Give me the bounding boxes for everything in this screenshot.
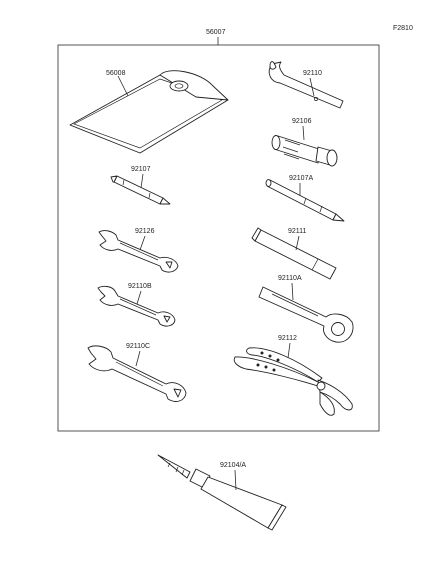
hook-wrench-leader [309,77,315,97]
open-end-wrench-a [98,230,179,273]
hook-wrench [268,61,344,109]
label-plug-socket: 92106 [292,118,312,125]
label-wrench-c: 92110C [126,343,150,350]
wrench-c-leader [135,350,141,367]
label-kit: 56007 [206,29,226,36]
wrench-a-leader [139,235,146,251]
label-handle-bar: 92111 [288,228,307,235]
figure-code: F2810 [393,25,413,32]
open-end-wrench-b [97,285,176,327]
label-wrench-b: 92110B [128,283,152,290]
tool-bag [69,70,229,154]
label-bag: 56008 [106,70,126,77]
label-grease-tube: 92104/A [220,462,246,469]
handle-bar [251,227,337,280]
handle-bar-leader [295,235,300,251]
bag-leader [117,75,129,97]
label-screwdriver-long: 92107 [131,166,151,173]
label-pliers: 92112 [278,335,297,342]
pliers-leader [287,342,291,359]
pliers [233,347,353,416]
plug-socket [271,135,338,167]
screwdriver-tip-long [110,175,171,205]
grease-tube [157,454,287,531]
ring-spanner [258,286,354,343]
label-screwdriver-short: 92107A [289,175,313,182]
grease-tube-leader [234,469,237,491]
kit-frame [57,44,380,432]
label-wrench-a: 92126 [135,228,155,235]
label-ring-spanner: 92110A [278,275,302,282]
open-end-wrench-c [87,345,187,402]
screwdriver-tip-short [265,179,345,222]
plug-socket-leader [302,125,305,141]
wrench-b-leader [136,290,142,305]
label-hook-wrench: 92110 [303,70,322,77]
screwdriver-long-leader [140,173,144,189]
ring-spanner-leader [291,282,294,301]
